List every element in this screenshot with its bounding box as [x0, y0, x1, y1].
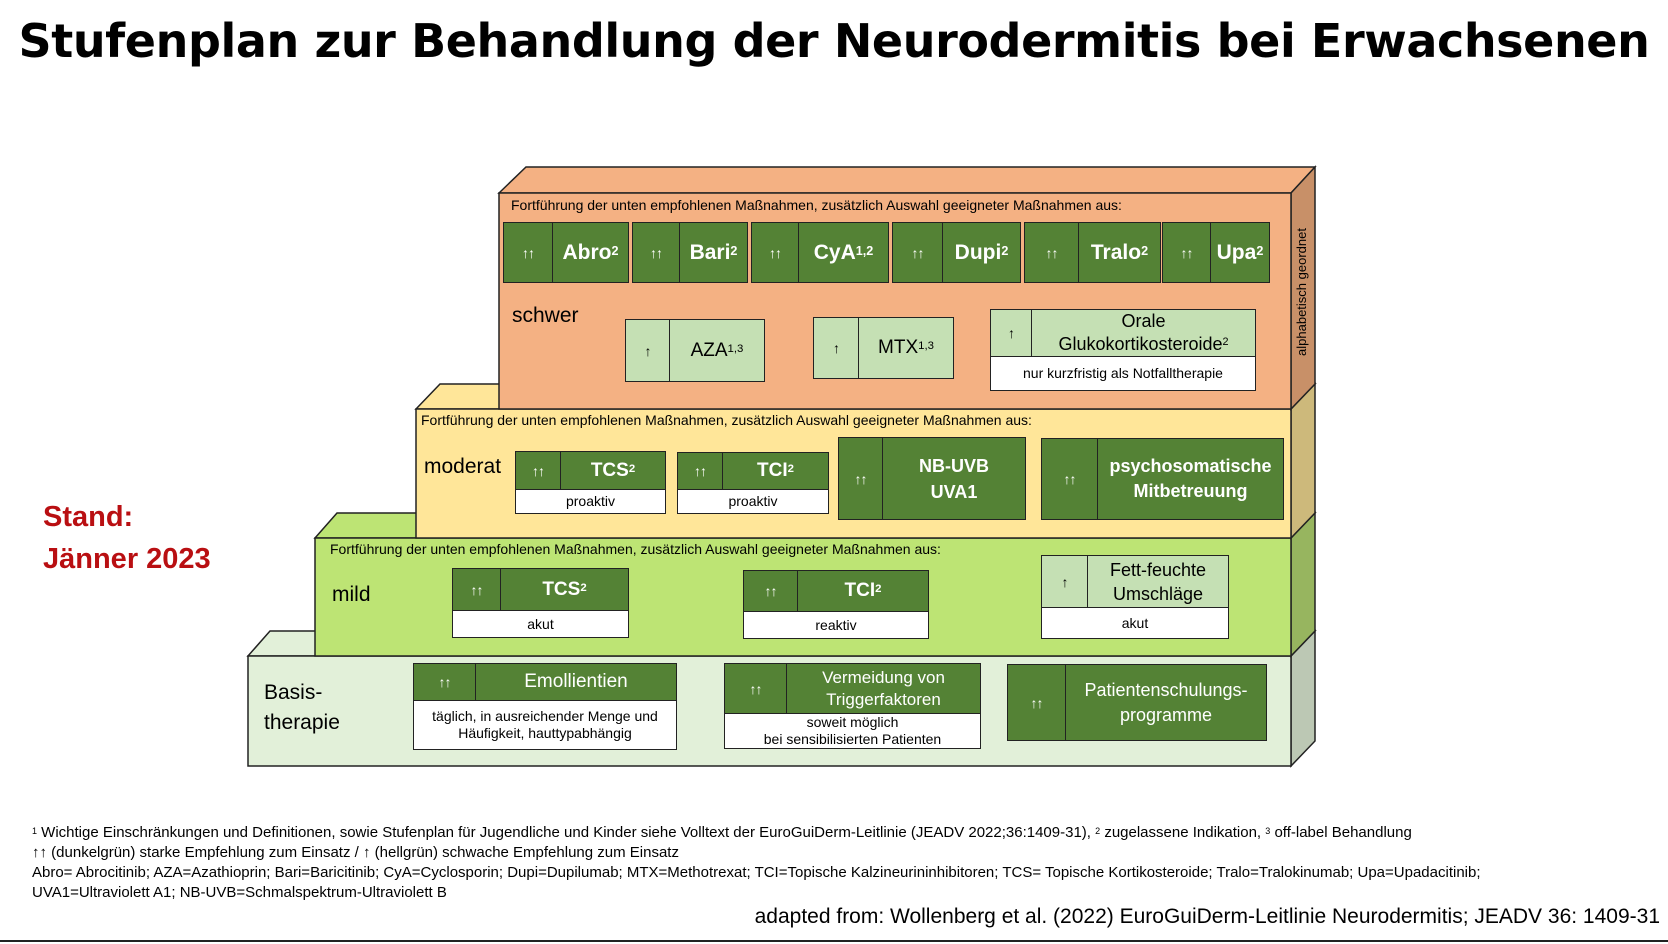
strong-arrow-icon: ↑↑ — [744, 571, 798, 611]
strong-arrow-icon: ↑↑ — [633, 223, 680, 282]
drug-box-emollientien: ↑↑ Emollientien — [413, 663, 677, 701]
schwer-top-face — [497, 166, 1317, 194]
basis-label-line1: Basis- — [264, 681, 323, 704]
strong-arrow-icon: ↑↑ — [893, 223, 943, 282]
drug-label: Patientenschulungs-programme — [1084, 679, 1248, 725]
footnote-line3: Abro= Abrocitinib; AZA=Azathioprin; Bari… — [32, 864, 1481, 881]
drug-note-tcs-moderat: proaktiv — [515, 490, 666, 514]
strong-arrow-icon: ↑↑ — [1025, 223, 1079, 282]
schwer-label: schwer — [512, 304, 579, 327]
side-label: alphabetisch geordnet — [1294, 228, 1309, 356]
strong-arrow-icon: ↑↑ — [1163, 223, 1211, 282]
weak-arrow-icon: ↑ — [1042, 556, 1088, 607]
drug-note-tci-moderat: proaktiv — [677, 490, 829, 514]
drug-note-tcs-mild: akut — [452, 611, 629, 638]
strong-arrow-icon: ↑↑ — [678, 453, 723, 489]
strong-arrow-icon: ↑↑ — [1008, 665, 1066, 740]
moderat-side-face — [1290, 382, 1316, 540]
footnote-line2: ↑↑ (dunkelgrün) starke Empfehlung zum Ei… — [32, 844, 679, 861]
schwer-header: Fortführung der unten empfohlenen Maßnah… — [511, 197, 1122, 213]
stand-line1: Stand: — [43, 501, 134, 533]
source-citation: adapted from: Wollenberg et al. (2022) E… — [754, 905, 1660, 928]
strong-arrow-icon: ↑↑ — [752, 223, 799, 282]
basis-label-line2: therapie — [264, 711, 340, 734]
page-title: Stufenplan zur Behandlung der Neurodermi… — [18, 14, 1650, 68]
drug-label: Emollientien — [524, 671, 628, 692]
stand-label: Stand: Jänner 2023 — [43, 496, 211, 580]
mild-header: Fortführung der unten empfohlenen Maßnah… — [330, 541, 941, 557]
strong-arrow-icon: ↑↑ — [414, 664, 476, 700]
footnote-line1: 1 Wichtige Einschränkungen und Definitio… — [32, 824, 1412, 841]
weak-arrow-icon: ↑ — [991, 310, 1032, 356]
drug-label: Orale Glukokortikosteroide2 — [1058, 311, 1229, 354]
strong-arrow-icon: ↑↑ — [1042, 439, 1098, 519]
drug-box-orale-glukokortikosteroide: ↑ Orale Glukokortikosteroide2 — [990, 309, 1256, 357]
basis-label: Basis- therapie — [264, 678, 340, 738]
weak-arrow-icon: ↑ — [814, 318, 859, 378]
strong-arrow-icon: ↑↑ — [516, 452, 561, 489]
strong-arrow-icon: ↑↑ — [839, 438, 883, 519]
footnotes: 1 Wichtige Einschränkungen und Definitio… — [32, 823, 1481, 903]
weak-arrow-icon: ↑ — [626, 320, 670, 381]
stand-date: Jänner 2023 — [43, 543, 211, 575]
footnote-line4: UVA1=Ultraviolett A1; NB-UVB=Schmalspekt… — [32, 884, 447, 901]
strong-arrow-icon: ↑↑ — [453, 569, 501, 610]
mild-label: mild — [332, 583, 371, 606]
strong-arrow-icon: ↑↑ — [725, 664, 787, 713]
drug-note-tci-mild: reaktiv — [743, 612, 929, 639]
drug-note-fett: akut — [1041, 608, 1229, 639]
drug-note-orale: nur kurzfristig als Notfalltherapie — [990, 357, 1256, 391]
drug-box-patientenschulungsprogramme: ↑↑ Patientenschulungs-programme — [1007, 664, 1267, 741]
moderat-label: moderat — [424, 455, 502, 478]
strong-arrow-icon: ↑↑ — [504, 223, 553, 282]
bottom-divider — [0, 940, 1668, 942]
moderat-header: Fortführung der unten empfohlenen Maßnah… — [421, 412, 1032, 428]
